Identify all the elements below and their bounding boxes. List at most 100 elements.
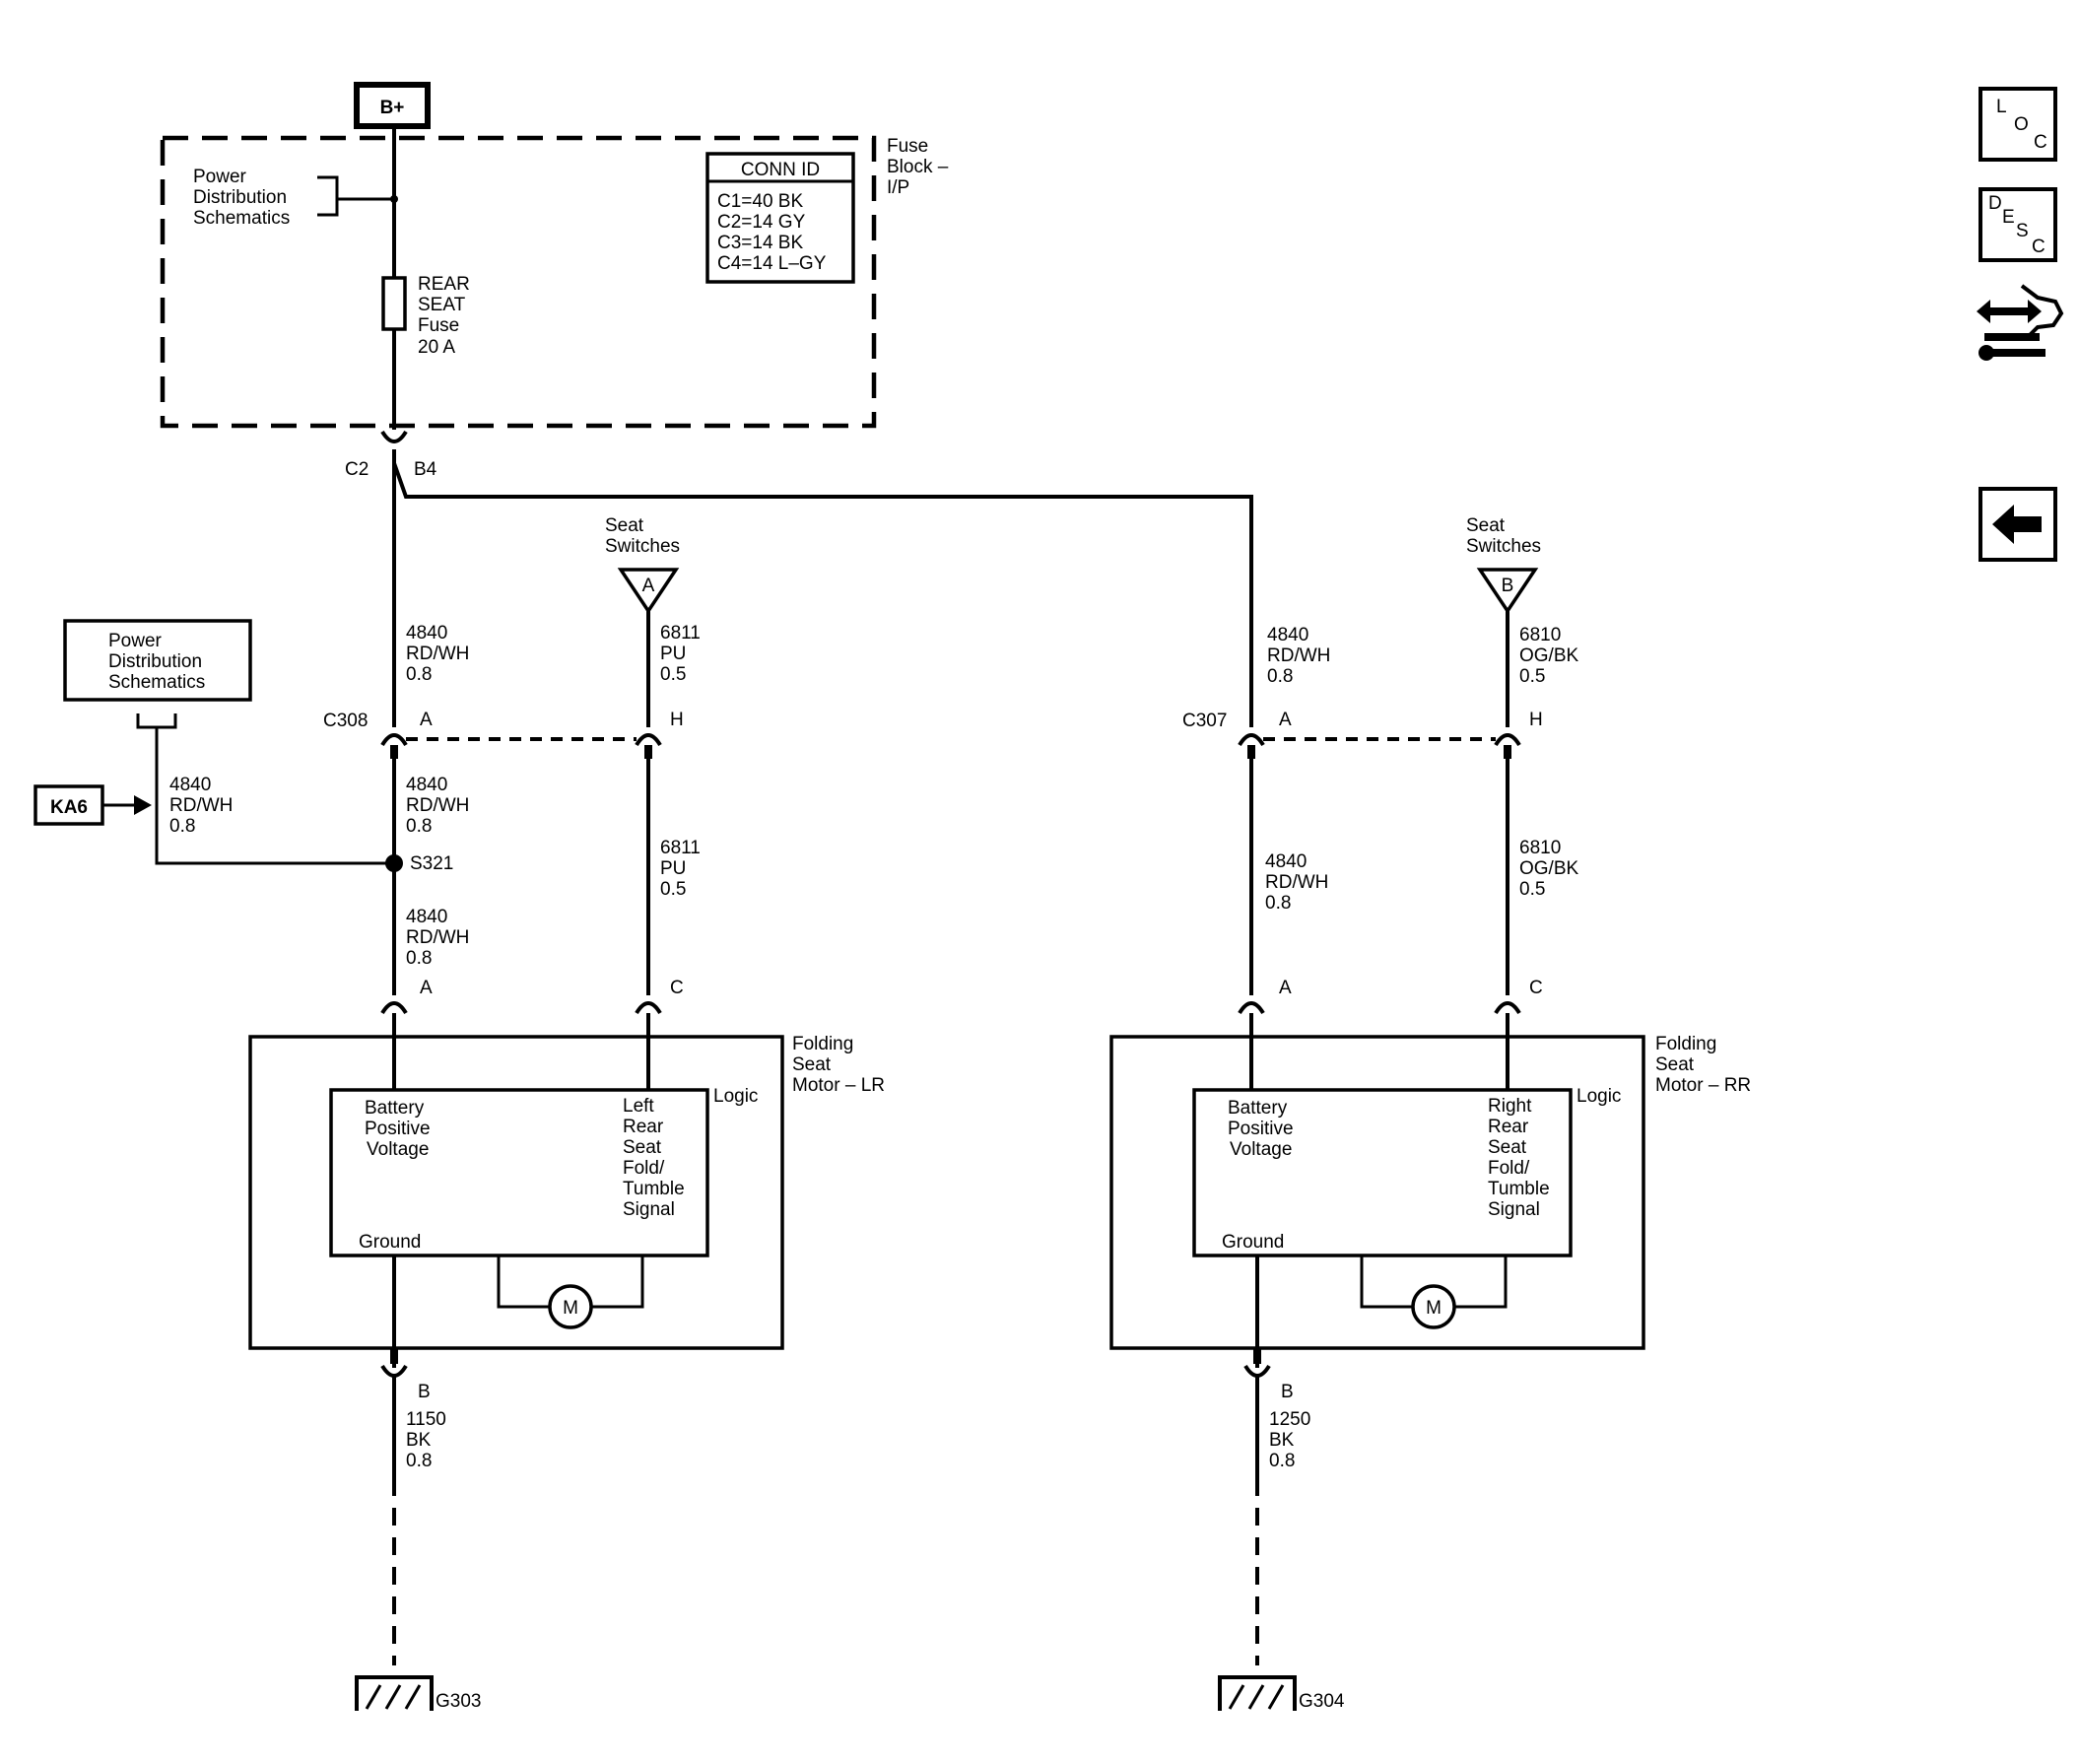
loc-button[interactable]: L O C (1978, 87, 2057, 162)
svg-text:L: L (1996, 97, 2007, 117)
right-folding-seat-motor-box (1109, 1035, 1645, 1350)
left-motor-pin-c-label: C (670, 978, 684, 998)
c307-pin-a-label: A (1279, 710, 1292, 730)
left-ground-pin-label: B (418, 1382, 431, 1402)
right-motor-pin-a-label: A (1279, 978, 1292, 998)
ka6-arrow-icon (134, 795, 152, 815)
right-motor-pin-c-symbol (1494, 1001, 1521, 1015)
c307-pin-h-symbol (1494, 733, 1521, 747)
left-seat-switches-label: Seat Switches (605, 515, 680, 557)
c307-pin-h-female (1504, 745, 1511, 759)
pds-reference-label: Power Distribution Schematics (193, 167, 292, 229)
svg-text:S: S (2016, 221, 2029, 241)
conn-id-header: CONN ID (741, 160, 820, 180)
g304-ground-symbol (1218, 1675, 1297, 1711)
svg-text:B: B (1502, 576, 1514, 596)
right-feed-wire (392, 462, 1253, 727)
c308-label: C308 (323, 711, 368, 731)
left-ground-pin-female (390, 1348, 398, 1364)
left-ground-wire-label: 1150 BK 0.8 (406, 1409, 451, 1471)
conn-id-table: CONN ID C1=40 BK C2=14 GY C3=14 BK C4=14… (705, 152, 855, 284)
ka6-wire-label: 4840 RD/WH 0.8 (169, 775, 238, 837)
svg-text:C: C (2032, 237, 2045, 257)
left-motor-pin-a-label: A (420, 978, 433, 998)
right-seat-switches-label: Seat Switches (1466, 515, 1541, 557)
right-motor-icon: M (1411, 1284, 1456, 1329)
pds-box: Power Distribution Schematics (63, 619, 252, 702)
left-logic-label: Logic (713, 1086, 758, 1107)
svg-text:A: A (642, 576, 655, 596)
left-seat-switches-ref: A (617, 568, 680, 615)
svg-text:KA6: KA6 (50, 797, 88, 818)
component-connector-icon[interactable] (1977, 284, 2064, 361)
g303-ground-symbol (355, 1675, 434, 1711)
right-wire-mid-c-label: 6810 OG/BK 0.5 (1519, 838, 1583, 900)
left-motor-pin-c-symbol (635, 1001, 662, 1015)
s321-splice-point (385, 854, 403, 872)
c308-pin-a-symbol (380, 733, 408, 747)
pds-bracket (317, 175, 394, 217)
c307-label: C307 (1182, 711, 1227, 731)
c308-pin-h-female (644, 745, 652, 759)
left-wire-low-a-label: 4840 RD/WH 0.8 (406, 907, 475, 969)
left-ground-label: Ground (359, 1232, 421, 1253)
svg-text:Power Distribution: Power Distribution Schematics (108, 631, 207, 693)
right-wire-mid-a-label: 4840 RD/WH 0.8 (1265, 851, 1334, 914)
right-motor-title: Folding Seat Motor – RR (1655, 1034, 1751, 1096)
right-signal-input-label: Right Rear Seat Fold/ Tumble Signal (1488, 1096, 1555, 1220)
svg-text:C: C (2034, 132, 2047, 153)
c307-pin-a-symbol (1238, 733, 1265, 747)
g304-label: G304 (1299, 1691, 1345, 1712)
fuse-block-title: Fuse Block – I/P (887, 136, 954, 198)
svg-text:D: D (1988, 193, 2002, 214)
left-signal-input-label: Left Rear Seat Fold/ Tumble Signal (623, 1096, 690, 1220)
right-ground-label: Ground (1222, 1232, 1284, 1253)
desc-button[interactable]: D E S C (1978, 187, 2057, 262)
b4-pin-label: B4 (414, 459, 437, 480)
c308-pin-h-label: H (670, 710, 684, 730)
right-ground-wire-label: 1250 BK 0.8 (1269, 1409, 1316, 1471)
c308-pin-a-female (390, 745, 398, 759)
rear-seat-fuse-symbol (381, 276, 407, 331)
back-arrow-icon[interactable] (1978, 487, 2057, 562)
left-folding-seat-motor-box (248, 1035, 784, 1350)
c2-connector-symbol (380, 430, 408, 443)
right-motor-pin-a-symbol (1238, 1001, 1265, 1015)
ka6-feed-wire (136, 713, 394, 865)
left-motor-title: Folding Seat Motor – LR (792, 1034, 885, 1096)
right-motor-pin-c-label: C (1529, 978, 1543, 998)
fuse-block-outline (160, 135, 877, 429)
rear-seat-fuse-label: REAR SEAT Fuse 20 A (418, 274, 475, 358)
svg-text:M: M (1426, 1298, 1442, 1319)
right-seat-switches-ref: B (1476, 568, 1539, 615)
svg-text:M: M (563, 1298, 578, 1319)
left-wire-top-a-label: 4840 RD/WH 0.8 (406, 623, 475, 685)
c2-label: C2 (345, 459, 369, 480)
g303-label: G303 (436, 1691, 481, 1712)
right-logic-box (1192, 1088, 1573, 1257)
c308-pin-h-symbol (635, 733, 662, 747)
right-ground-pin-label: B (1281, 1382, 1294, 1402)
left-motor-icon: M (548, 1284, 593, 1329)
bplus-label: B+ (380, 98, 405, 118)
svg-text:E: E (2002, 207, 2015, 228)
battery-positive-terminal: B+ (354, 82, 431, 129)
ka6-box: KA6 (34, 784, 104, 826)
left-battery-input-label: Battery Positive Voltage (365, 1098, 436, 1160)
left-motor-pin-a-symbol (380, 1001, 408, 1015)
left-wire-top-h-label: 6811 PU 0.5 (660, 623, 705, 685)
left-logic-box (329, 1088, 709, 1257)
c307-pin-h-label: H (1529, 710, 1543, 730)
c307-pin-a-female (1247, 745, 1255, 759)
left-wire-mid-c-label: 6811 PU 0.5 (660, 838, 705, 900)
svg-text:O: O (2014, 114, 2029, 135)
right-wire-top-a-label: 4840 RD/WH 0.8 (1267, 625, 1336, 687)
right-battery-input-label: Battery Positive Voltage (1228, 1098, 1299, 1160)
right-wire-top-h-label: 6810 OG/BK 0.5 (1519, 625, 1583, 687)
right-ground-pin-female (1253, 1348, 1261, 1364)
left-wire-mid-a-label: 4840 RD/WH 0.8 (406, 775, 475, 837)
right-logic-label: Logic (1576, 1086, 1621, 1107)
s321-label: S321 (410, 853, 453, 874)
conn-id-rows: C1=40 BK C2=14 GY C3=14 BK C4=14 L–GY (717, 191, 827, 274)
